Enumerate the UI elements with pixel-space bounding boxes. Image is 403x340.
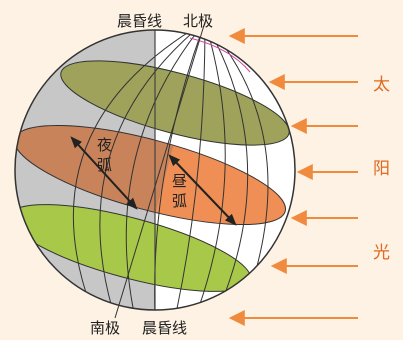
band-lower: [15, 204, 251, 292]
terminator-label-bottom: 晨昏线: [142, 319, 187, 337]
band-upper: [60, 60, 290, 146]
day-arc-label-1: 昼: [172, 172, 187, 190]
earth-axis: [114, 21, 206, 319]
night-arc-label-1: 夜: [97, 136, 112, 154]
night-arc-arrow: [70, 136, 138, 210]
globe-outline: [14, 29, 296, 311]
night-arc-label-2: 弧: [97, 156, 112, 174]
day-arc-label-2: 弧: [172, 192, 187, 210]
sunlight-arrows: [228, 28, 358, 326]
north-pole-label: 北极: [183, 12, 213, 30]
terminator-label-top: 晨昏线: [117, 12, 162, 30]
day-arc-arrow: [168, 154, 237, 226]
meridian-7: [204, 30, 249, 310]
sunlight-label-3: 光: [373, 243, 390, 263]
south-pole-label: 南极: [90, 319, 120, 337]
sunlight-label-1: 太: [373, 75, 390, 95]
latitude-middle: [15, 124, 287, 226]
latitude-upper: [60, 60, 290, 146]
polar-arc: [189, 37, 251, 73]
sunlight-label-2: 阳: [373, 159, 390, 179]
